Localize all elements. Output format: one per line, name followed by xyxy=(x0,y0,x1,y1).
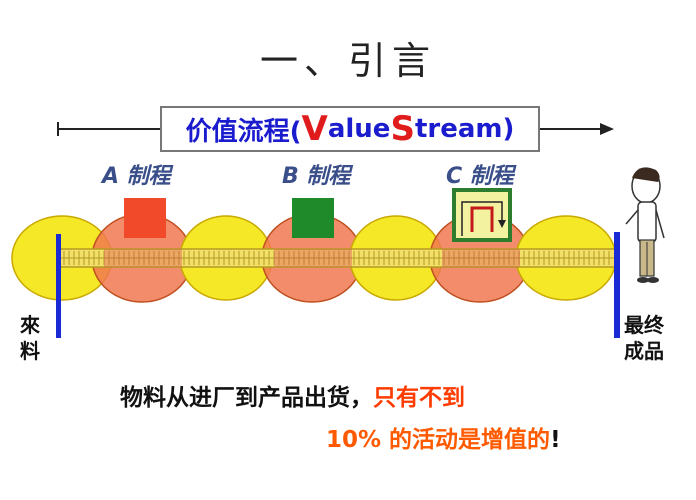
page-title: 一、引言 xyxy=(259,39,436,83)
finished-line-1: 最终 xyxy=(624,313,664,337)
incoming-line-1: 來 xyxy=(20,313,40,337)
finished-edge-bar xyxy=(614,232,620,338)
vs-v-letter: V xyxy=(301,109,328,149)
caption-line-2-red: 10% 的活动是增值的 xyxy=(326,427,551,453)
stream-bar-ticks xyxy=(63,251,610,265)
process-b-box xyxy=(292,198,334,238)
value-band-b xyxy=(274,249,352,267)
arrow-head xyxy=(600,123,614,135)
value-band-c xyxy=(442,249,520,267)
value-band-a xyxy=(104,249,182,267)
caption-line-2: 10% 的活动是增值的! xyxy=(326,420,561,454)
process-a-box xyxy=(124,198,166,238)
caption-line-1-black: 物料从进厂到产品出货， xyxy=(120,385,373,411)
customer-person-icon xyxy=(625,167,665,283)
caption-line-2-black: ! xyxy=(550,427,561,453)
caption-line-1-red: 只有不到 xyxy=(373,385,465,411)
finished-goods-label: 最终 成品 xyxy=(624,312,664,364)
finished-line-2: 成品 xyxy=(624,339,664,363)
vs-suffix: tream) xyxy=(414,114,515,144)
incoming-line-2: 料 xyxy=(20,339,40,363)
caption-line-1: 物料从进厂到产品出货，只有不到 xyxy=(120,378,640,412)
vs-middle: alue xyxy=(327,114,391,144)
process-b-label: B 制程 xyxy=(282,164,351,189)
process-c-label: C 制程 xyxy=(446,164,514,189)
process-c-loop xyxy=(470,206,494,232)
process-a-label: A 制程 xyxy=(102,164,171,189)
process-c-box xyxy=(452,188,512,242)
incoming-material-label: 來 料 xyxy=(20,312,40,364)
vs-prefix: 价值流程( xyxy=(185,116,302,147)
vs-s-letter: S xyxy=(390,109,415,149)
incoming-edge-bar xyxy=(56,234,61,338)
